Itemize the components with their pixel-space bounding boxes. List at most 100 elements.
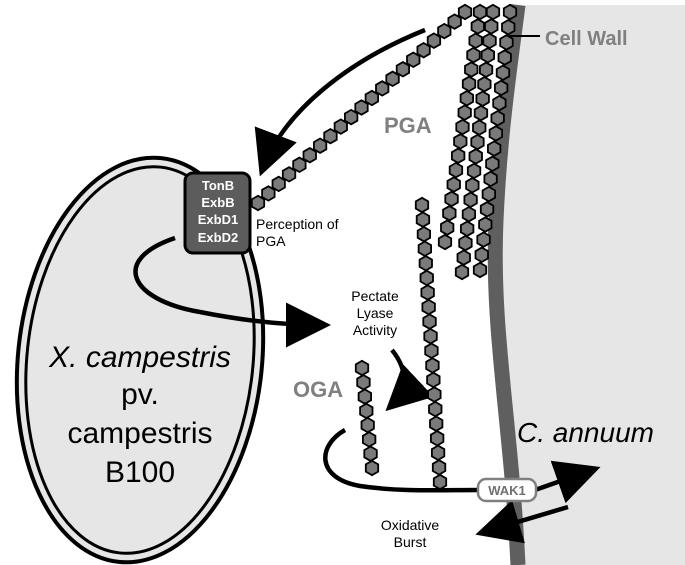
pga-chain-to-transporter-unit [447, 13, 462, 30]
pga-chain-to-transporter-unit [292, 156, 307, 174]
pga-chain-unit [473, 104, 489, 122]
pga-chain-unit [466, 46, 481, 64]
long-chain-unit [429, 415, 444, 432]
exbd1-label: ExbD1 [198, 212, 238, 227]
oga-chain-unit [361, 431, 377, 448]
pga-chain-unit [476, 231, 491, 248]
pga-chain-unit [502, 3, 518, 21]
pga-chain-unit [448, 161, 464, 179]
pga-uptake-arrow [254, 27, 426, 177]
secretion-arrow [133, 235, 331, 348]
long-chain-unit [423, 327, 438, 345]
long-chain-unit [425, 357, 440, 374]
long-chain-unit [421, 298, 436, 316]
long-chain-unit [417, 240, 433, 257]
long-chain-unit [420, 284, 435, 301]
bacterium-outer-ring [14, 155, 266, 565]
pga-chain-unit [478, 61, 494, 79]
pga-chain-unit [468, 148, 483, 165]
pga-chain-unit [440, 219, 455, 236]
pga-chain-to-transporter-unit [333, 118, 348, 135]
pga-chain-unit [450, 147, 466, 164]
pga-chain-to-transporter-unit [416, 41, 431, 59]
pga-chain-unit [499, 34, 514, 51]
pga-chain-unit [493, 79, 509, 97]
perception-label-line2: PGA [256, 233, 286, 249]
pga-chain-to-transporter-unit [281, 166, 297, 183]
oxidative-burst-label-line2: Burst [394, 534, 427, 550]
pga-chain-to-transporter-unit [426, 32, 442, 49]
long-chain-unit [431, 459, 447, 476]
pga-chain-unit [461, 75, 477, 93]
perception-label-line1: Perception of [256, 216, 339, 232]
pga-chain-to-transporter-unit [323, 127, 338, 145]
pga-chain-unit [475, 90, 490, 107]
oga-chain-unit [357, 388, 373, 405]
pga-chain-to-transporter-unit [364, 89, 380, 107]
pga-label: PGA [384, 113, 432, 138]
bacterium-label-line1: X. campestris [48, 341, 231, 374]
pectate-lyase-label-line1: Pectate [351, 288, 399, 304]
pga-chain-to-transporter-unit [312, 137, 328, 154]
pga-chain-unit [501, 18, 516, 36]
long-chain-unit [426, 371, 441, 389]
pga-chain-unit [472, 261, 488, 279]
pga-chain-unit [490, 109, 505, 127]
exbd2-label: ExbD2 [198, 230, 238, 245]
pga-chain-unit [477, 75, 492, 93]
pga-chain-unit [485, 155, 500, 173]
oga-chain-unit [363, 445, 378, 462]
oga-chain-unit [364, 459, 380, 477]
long-chain-unit [416, 225, 432, 243]
bacterium-inner-ring [24, 165, 256, 555]
pga-chain-unit [482, 32, 497, 50]
long-chain-unit [428, 400, 443, 418]
pga-chain-unit [479, 201, 495, 218]
pga-chain-unit [457, 104, 472, 121]
oga-chain-unit [356, 374, 371, 391]
pga-chain-unit [483, 170, 498, 188]
pga-chain-unit [456, 249, 471, 266]
pga-chain-to-transporter-unit [354, 99, 369, 116]
polymer-chains [250, 3, 518, 491]
oga-chain-unit [359, 402, 374, 420]
exbb-label: ExbB [201, 195, 234, 210]
long-chain-unit [418, 255, 433, 272]
pga-chain-to-transporter-unit [385, 70, 400, 88]
long-chain-unit [427, 386, 442, 403]
pga-chain-to-transporter-unit [395, 61, 411, 78]
pga-chain-unit [492, 94, 507, 112]
pga-chain-unit [442, 205, 457, 222]
long-chain-unit [422, 313, 437, 330]
c-annuum-label: C. annuum [517, 417, 654, 448]
bacterium-label-line4: B100 [105, 456, 175, 489]
pectate-lyase-label-line2: Lyase [357, 305, 394, 321]
pga-chain-to-transporter-unit [406, 51, 421, 69]
pectate-lyase-label-line3: Activity [353, 322, 397, 338]
lyase-arrow [385, 348, 434, 412]
pga-chain-unit [465, 177, 480, 194]
long-chain-unit [430, 444, 446, 462]
pga-chain-unit [468, 32, 483, 50]
pga-chain-unit [472, 3, 488, 21]
pga-chain-unit [470, 18, 485, 35]
oga-perception-arrow [323, 428, 481, 493]
wak1-label: WAK1 [488, 483, 526, 498]
oga-chain-unit [354, 359, 370, 377]
pga-chain-unit [446, 176, 461, 193]
long-chain-unit [429, 430, 445, 447]
ton-transporter-box [183, 171, 252, 255]
wak1-to-cell-arrow [534, 460, 601, 504]
oxidative-burst-label-line1: Oxidative [381, 517, 440, 533]
pga-chain-unit [455, 118, 470, 136]
pga-chain-to-transporter-unit [271, 175, 286, 193]
long-chain-unit [419, 269, 434, 287]
pga-chain-unit [497, 49, 512, 66]
pga-chain-unit [466, 162, 482, 180]
bacterium-label-line3: campestris [67, 417, 212, 450]
pga-chain-unit [459, 89, 475, 107]
plant-cell-interior [489, 5, 685, 565]
pga-chain-unit [453, 133, 468, 150]
pga-chain-unit [444, 190, 459, 208]
